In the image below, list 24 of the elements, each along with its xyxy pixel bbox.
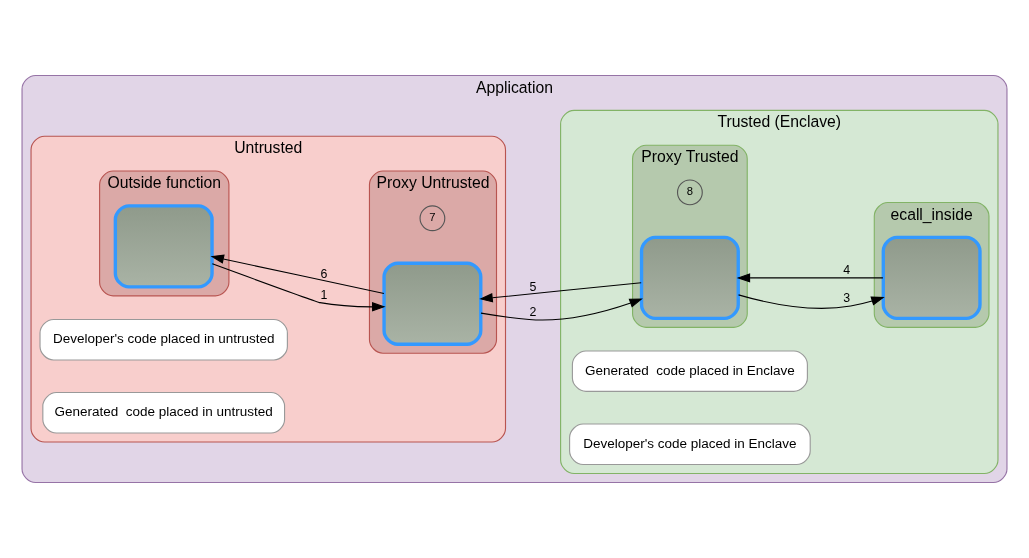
edge-label: 3: [843, 291, 851, 306]
node-label: 7: [429, 211, 436, 224]
arrow: [210, 254, 385, 295]
arrow: [480, 298, 643, 321]
cluster: ecall_inside: [873, 202, 990, 328]
node-box: Generated code placed in Enclave: [571, 350, 808, 392]
node-label: 8: [686, 185, 694, 198]
node-box: Generated code placed in untrusted: [42, 392, 286, 434]
cluster: Outside function: [99, 170, 230, 297]
edge-label: 4: [843, 263, 851, 278]
arrow: [479, 282, 642, 303]
edge-label: 5: [529, 280, 537, 295]
node-box: [113, 204, 214, 289]
edge-label: 6: [320, 266, 328, 281]
arrow: [737, 294, 885, 309]
arrow: [736, 273, 884, 283]
edge-label: 1: [320, 288, 328, 303]
node-box: [639, 235, 740, 321]
edge-label: 2: [529, 304, 537, 319]
node-box: Developer's code placed in untrusted: [39, 318, 288, 361]
node-box: [382, 261, 483, 346]
arrow: [211, 263, 386, 312]
node-box: Developer's code placed in Enclave: [569, 423, 811, 466]
node-box: [881, 235, 982, 321]
